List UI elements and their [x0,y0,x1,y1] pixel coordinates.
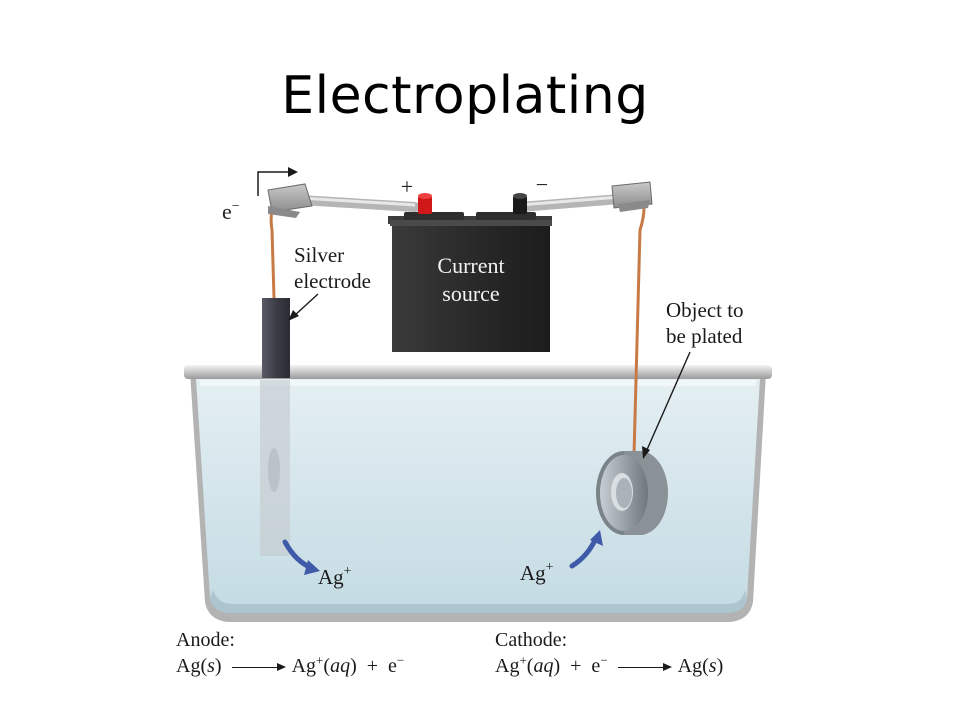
beaker [184,365,772,622]
plus-sign: + [401,174,413,199]
current-source: Current source [388,193,552,352]
reaction-arrow-anode [231,662,286,671]
object-label-line2: be plated [666,324,743,348]
electron-label: e− [222,199,240,224]
object-to-be-plated [596,451,668,535]
clip-left [267,183,313,218]
minus-sign: − [536,172,548,197]
silver-electrode [260,298,290,556]
ag-ion-label-right: Ag+ [520,560,554,585]
anode-equation: Ag(s)Ag+(aq) + e− [176,652,405,677]
current-source-label-line2: source [442,281,499,306]
object-pointer [642,351,691,459]
cathode-equation: Ag+(aq) + e−Ag(s) [495,652,724,677]
anode-ion-arrow [282,539,320,575]
cathode-ion-arrow [569,530,603,569]
reaction-arrow-cathode [617,662,672,671]
negative-terminal [513,193,527,214]
beaker-rim [184,365,772,379]
electron-flow-arrow [257,167,298,196]
silver-electrode-label-line2: electrode [294,269,371,293]
positive-terminal [418,193,432,214]
silver-electrode-pointer [288,293,319,321]
clip-right [611,181,653,212]
object-label-line1: Object to [666,298,744,322]
silver-electrode-label-line1: Silver [294,243,344,267]
anode-heading: Anode: [176,629,235,651]
cathode-heading: Cathode: [495,629,568,651]
current-source-label-line1: Current [437,253,504,278]
ag-ion-label-left: Ag+ [318,564,352,589]
solution [196,378,760,613]
slide-title: Electroplating [281,66,649,126]
